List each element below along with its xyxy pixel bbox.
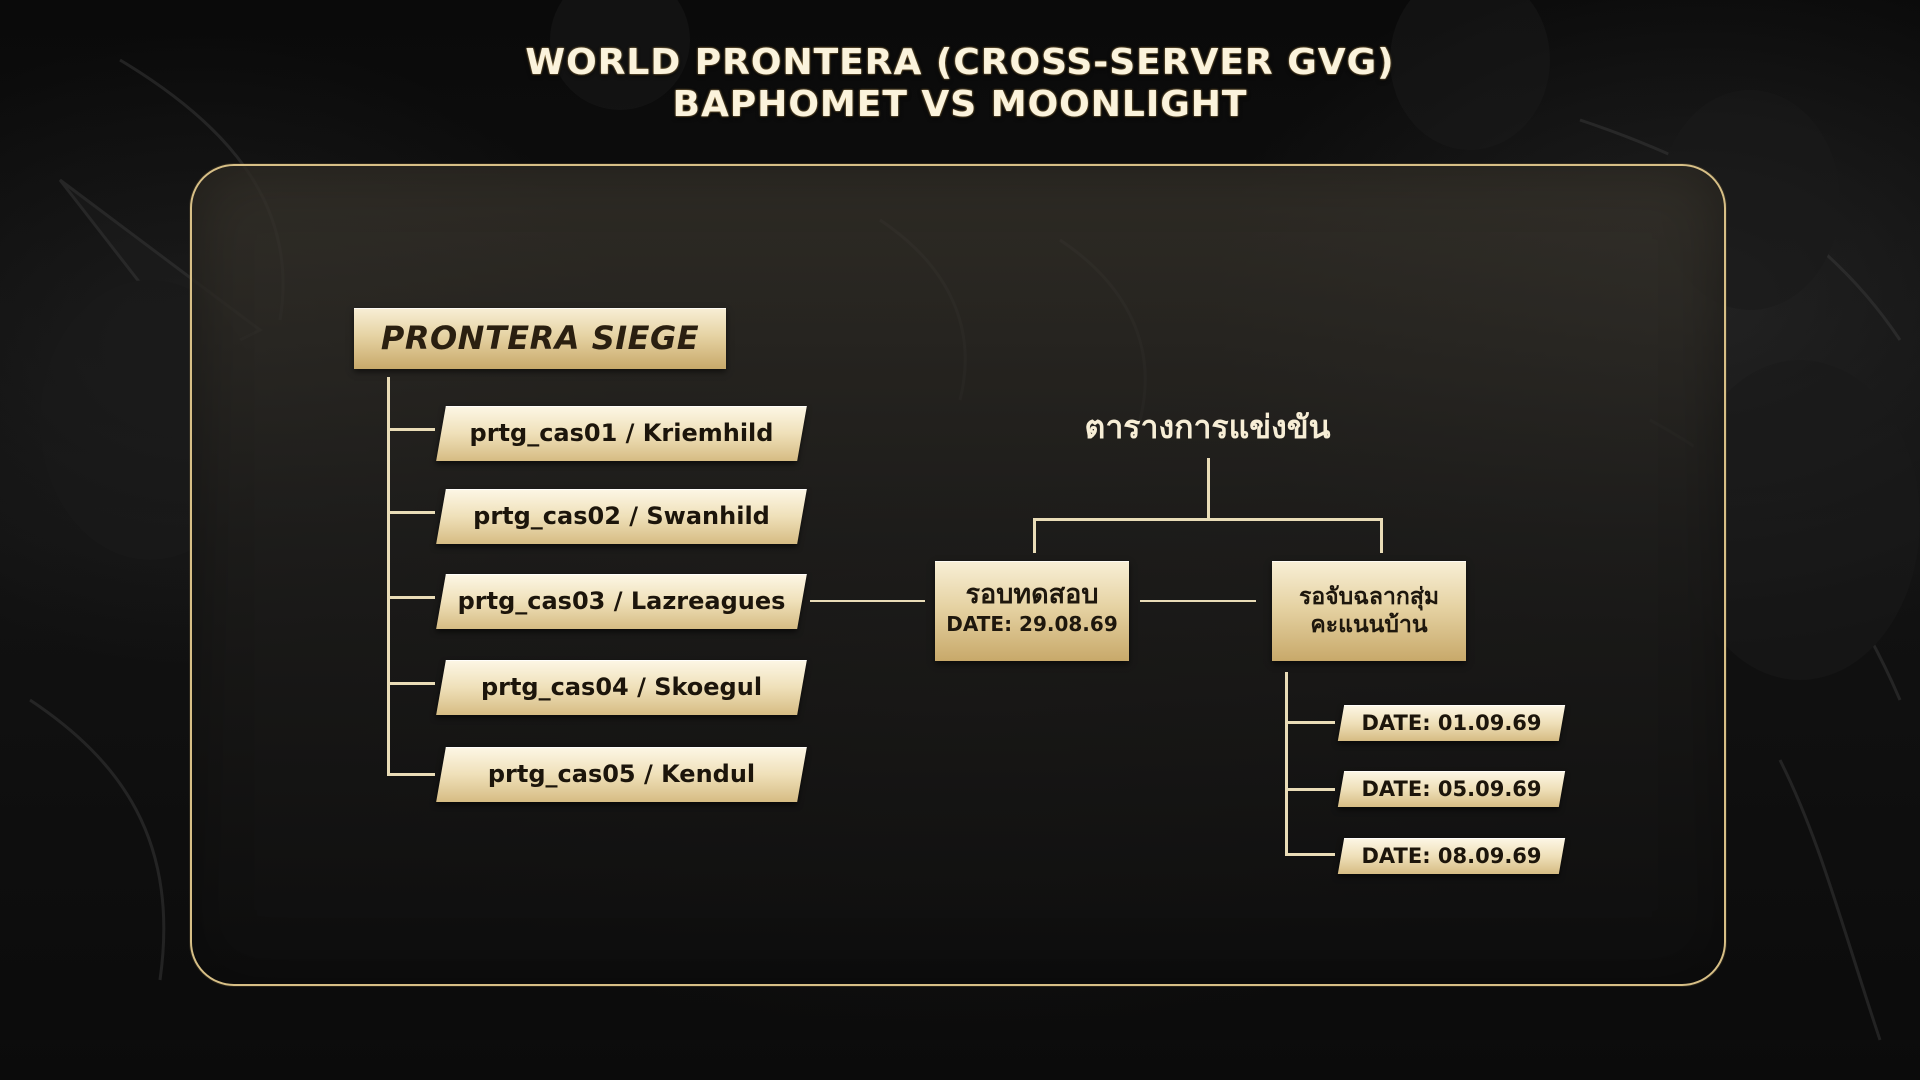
castle-label: prtg_cas01 / Kriemhild [469,419,774,447]
date-branch-3 [1285,853,1335,856]
castle-branch-2 [387,511,435,514]
date-label: DATE: 08.09.69 [1361,844,1542,868]
date-tag-3: DATE: 08.09.69 [1337,838,1566,874]
siege-title: PRONTERA SIEGE [380,319,700,357]
draw-box: รอจับฉลากสุ่ม คะแนนบ้าน [1272,561,1466,661]
schedule-crossbar [1033,518,1383,521]
siege-title-box: PRONTERA SIEGE [354,308,726,369]
castle-branch-5 [387,773,435,776]
castle-label: prtg_cas04 / Skoegul [480,673,763,701]
date-tag-1: DATE: 01.09.69 [1337,705,1566,741]
castle-item-1: prtg_cas01 / Kriemhild [436,406,807,461]
trial-to-draw-connector [1140,600,1256,602]
schedule-drop-left [1033,518,1036,553]
draw-label-line-1: รอจับฉลากสุ่ม [1298,584,1440,610]
castle-branch-3 [387,596,435,599]
castle-item-4: prtg_cas04 / Skoegul [436,660,807,715]
castle-label: prtg_cas05 / Kendul [487,760,756,788]
castle-label: prtg_cas03 / Lazreagues [457,587,786,615]
castle-item-3: prtg_cas03 / Lazreagues [436,574,807,629]
schedule-drop-right [1380,518,1383,553]
castle-item-5: prtg_cas05 / Kendul [436,747,807,802]
castle-to-trial-connector [810,600,925,602]
castle-tree-trunk [387,377,390,775]
trial-round-date: DATE: 29.08.69 [946,612,1118,636]
date-tree-trunk [1285,672,1288,856]
castle-branch-1 [387,428,435,431]
trial-round-label: รอบทดสอบ [965,579,1099,610]
castle-branch-4 [387,682,435,685]
castle-item-2: prtg_cas02 / Swanhild [436,489,807,544]
date-label: DATE: 01.09.69 [1361,711,1542,735]
trial-round-box: รอบทดสอบ DATE: 29.08.69 [935,561,1129,661]
title-line-1: WORLD PRONTERA (CROSS-SERVER GVG) [525,42,1395,83]
date-label: DATE: 05.09.69 [1361,777,1542,801]
schedule-title: ตารางการแข่งขัน [1084,408,1331,446]
schedule-stem [1207,458,1210,519]
date-tag-2: DATE: 05.09.69 [1337,771,1566,807]
castle-label: prtg_cas02 / Swanhild [473,502,770,530]
page-title: WORLD PRONTERA (CROSS-SERVER GVG) BAPHOM… [0,42,1920,126]
date-branch-1 [1285,721,1335,724]
draw-label-line-2: คะแนนบ้าน [1310,612,1428,638]
title-line-2: BAPHOMET VS MOONLIGHT [672,84,1248,125]
date-branch-2 [1285,788,1335,791]
